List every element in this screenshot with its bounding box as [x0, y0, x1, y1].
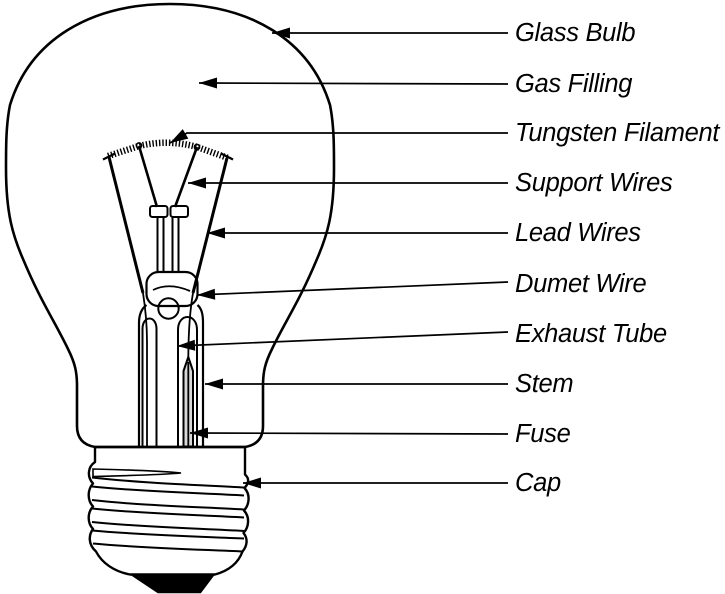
- filament-joint-right: [193, 143, 201, 151]
- lead-wire-left-lower: [142, 292, 148, 447]
- stem-channels: [141, 315, 198, 447]
- lead-wire-left: [107, 156, 145, 294]
- label-dumet-wire: Dumet Wire: [515, 270, 647, 298]
- pinch-arc: [152, 285, 191, 292]
- support-wire-left: [137, 145, 159, 208]
- lead-wire-right: [191, 157, 229, 294]
- label-exhaust-tube: Exhaust Tube: [515, 320, 667, 348]
- leader-exhaust-tube: [176, 331, 509, 351]
- support-wire-right: [173, 146, 199, 208]
- label-glass-bulb: Glass Bulb: [515, 19, 636, 47]
- filament-joint-left: [135, 142, 143, 149]
- base-contact: [128, 573, 216, 594]
- label-cap: Cap: [515, 469, 561, 497]
- label-stem: Stem: [515, 370, 574, 398]
- label-tungsten-filament: Tungsten Filament: [515, 119, 720, 147]
- pinch-hole: [157, 297, 180, 320]
- tungsten-filament: [107, 139, 230, 162]
- lead-wires: [102, 152, 234, 447]
- glass-bulb-outline: [4, 2, 336, 449]
- cap-threads: [91, 468, 245, 553]
- leader-gas-filling: [198, 77, 509, 89]
- stem-anchor: [149, 205, 189, 271]
- support-wires: [137, 145, 199, 208]
- leader-fuse: [189, 427, 509, 439]
- label-gas-filling: Gas Filling: [515, 70, 633, 98]
- leader-tungsten-filament: [169, 129, 508, 144]
- label-fuse: Fuse: [515, 420, 571, 448]
- cap-body: [87, 445, 250, 576]
- label-lead-wires: Lead Wires: [515, 219, 641, 247]
- label-support-wires: Support Wires: [515, 169, 673, 197]
- leader-lines: [169, 27, 509, 489]
- leader-dumet-wire: [196, 281, 509, 300]
- lead-wire-right-lower: [187, 292, 194, 358]
